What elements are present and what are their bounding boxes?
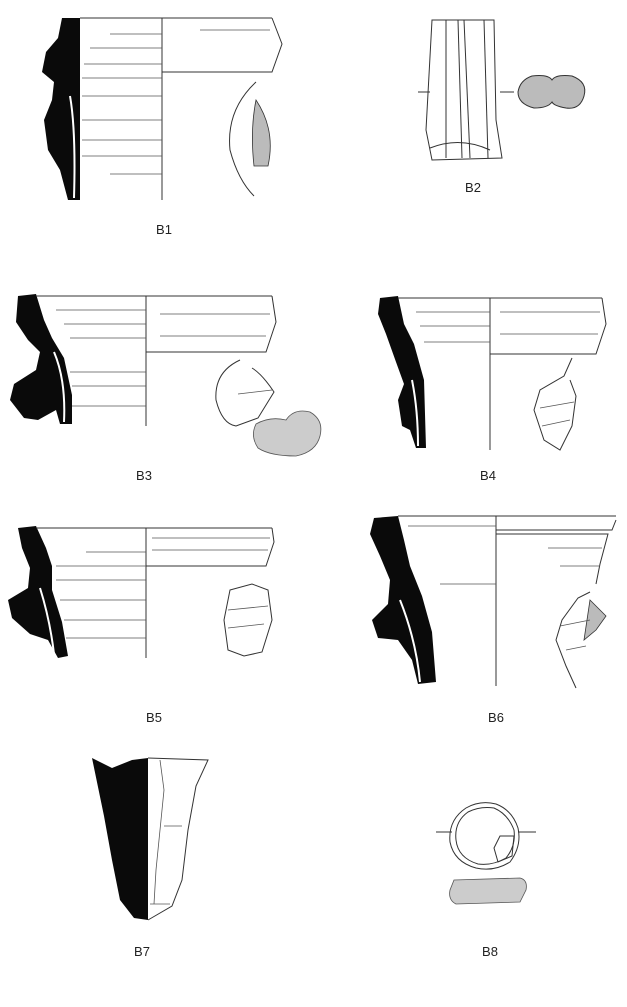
b1-section <box>42 18 80 200</box>
b3-section <box>10 294 72 424</box>
figure-label-b7: B7 <box>134 944 150 959</box>
figure-label-b3: B3 <box>136 468 152 483</box>
b3-handle-section <box>253 410 322 457</box>
figure-label-b2: B2 <box>465 180 481 195</box>
b7-section <box>92 758 148 920</box>
b4-section <box>378 296 426 448</box>
b1-handle-shading <box>252 98 271 167</box>
figure-label-b8: B8 <box>482 944 498 959</box>
figure-label-b6: B6 <box>488 710 504 725</box>
figure-label-b1: B1 <box>156 222 172 237</box>
b8-section <box>449 877 527 905</box>
b2-cross-section <box>517 75 586 109</box>
figure-label-b5: B5 <box>146 710 162 725</box>
b5-section <box>8 526 68 658</box>
figure-label-b4: B4 <box>480 468 496 483</box>
b6-section <box>370 516 436 684</box>
